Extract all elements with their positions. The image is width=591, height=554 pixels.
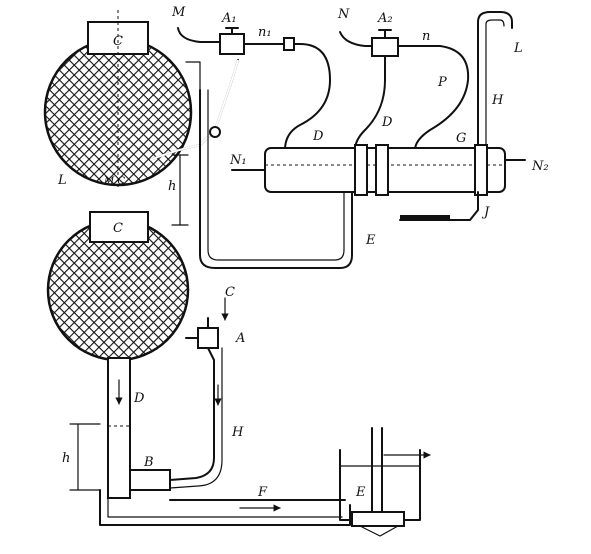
label-top-D: D [312, 129, 324, 144]
upper-side-pipe [185, 61, 201, 91]
tube-L [477, 11, 513, 161]
label-top-P: P [437, 75, 447, 90]
label-top-n: n [422, 29, 430, 44]
label-top-N1: N₁ [229, 153, 247, 168]
valve-A2 [371, 29, 399, 57]
valve-A1 [219, 27, 245, 55]
label-bot-F: F [257, 485, 268, 500]
pipe-H [169, 347, 215, 481]
label-top-C: C [113, 34, 123, 49]
label-top-A1: A₁ [221, 11, 237, 26]
label-bot-H: H [231, 425, 244, 440]
label-bot-C: C [113, 221, 123, 236]
label-bot-E: E [355, 485, 366, 500]
tube-H [485, 19, 505, 161]
label-top-N: N [337, 7, 350, 22]
tube-M [177, 27, 221, 43]
label-top-MC: M C [103, 176, 125, 187]
valve-A [197, 317, 219, 349]
return-tube-E [199, 89, 353, 269]
label-bot-D: D [133, 391, 145, 406]
upper-sphere [43, 10, 193, 190]
label-top-N2: N₂ [531, 159, 549, 174]
label-top-A2: A₂ [377, 11, 393, 26]
lower-apparatus [46, 211, 431, 537]
label-top-E: E [365, 233, 376, 248]
label-top-J: J [481, 205, 490, 220]
lower-sphere-neck [89, 211, 149, 243]
lower-sphere [46, 211, 190, 362]
pipe-O [354, 55, 386, 151]
junction-B [129, 469, 171, 491]
label-top-G: G [456, 131, 466, 146]
bottom-trough [99, 489, 351, 526]
upper-check-valve [209, 126, 221, 138]
label-bot-B: B [143, 455, 154, 470]
vessel-E [339, 427, 431, 537]
upper-apparatus [43, 10, 526, 269]
label-top-M: M [171, 5, 186, 20]
pipe-to-D [284, 43, 331, 151]
label-top-h: h [168, 179, 176, 194]
drain-plate [400, 215, 450, 221]
label-bot-h: h [62, 451, 70, 466]
horizontal-vessel [231, 144, 526, 196]
label-bot-C-right: C [225, 285, 235, 300]
tube-N [339, 31, 373, 47]
pipe-P [414, 45, 470, 151]
label-top-H: H [491, 93, 504, 108]
label-top-L-left: L [57, 173, 67, 188]
label-top-n1: n₁ [258, 25, 272, 40]
down-tube-D [107, 357, 131, 499]
label-top-O: D [381, 115, 393, 130]
label-top-L: L [513, 41, 523, 56]
label-bot-A: A [235, 331, 245, 346]
